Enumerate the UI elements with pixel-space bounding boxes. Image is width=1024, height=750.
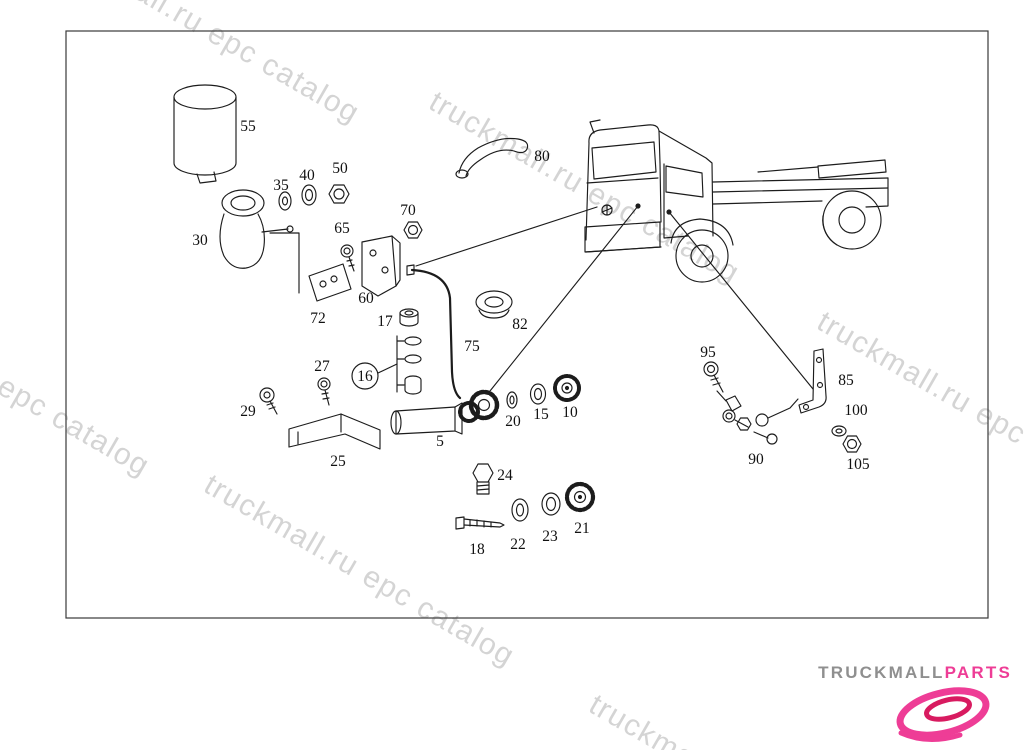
part-35-washer (278, 191, 292, 211)
part-5-pump (390, 389, 500, 435)
part-label-10: 10 (562, 404, 578, 421)
part-label-85: 85 (838, 372, 854, 389)
part-15-ring (529, 383, 547, 405)
part-21-sprocket (564, 481, 596, 513)
part-label-90: 90 (748, 451, 764, 468)
part-label-100: 100 (844, 402, 868, 419)
part-100-washer (831, 425, 847, 437)
part-82-grommet (475, 290, 513, 319)
part-label-24: 24 (497, 467, 513, 484)
part-label-72: 72 (310, 310, 326, 327)
site-logo: TRUCKMALLPARTS (818, 663, 1012, 683)
part-label-20: 20 (505, 413, 521, 430)
part-90-fittings (722, 395, 799, 445)
part-label-29: 29 (240, 403, 256, 420)
part-22-washer (511, 498, 529, 522)
part-label-23: 23 (542, 528, 558, 545)
part-label-82: 82 (512, 316, 528, 333)
part-40-ring (301, 184, 317, 206)
part-label-80: 80 (534, 148, 550, 165)
part-25-bracket (288, 413, 381, 450)
part-85-bracket (798, 348, 827, 414)
logo-parts-text: PARTS (944, 663, 1012, 682)
part-label-27: 27 (314, 358, 330, 375)
part-label-55: 55 (240, 118, 256, 135)
part-label-5: 5 (436, 433, 444, 450)
part-label-75: 75 (464, 338, 480, 355)
part-10-sprocket (553, 374, 581, 402)
part-30-cap (219, 189, 294, 269)
part-label-60: 60 (358, 290, 374, 307)
part-95-bolt (703, 361, 727, 402)
part-20-washer (506, 391, 518, 409)
part-65-screw (340, 244, 355, 272)
part-17-breather (399, 308, 419, 327)
leader-lines (269, 203, 814, 392)
part-55-canister (173, 84, 237, 184)
part-label-95: 95 (700, 344, 716, 361)
part-72-plate (308, 263, 352, 302)
part-16-group (351, 335, 422, 395)
truck-drawing (584, 119, 889, 283)
part-label-15: 15 (533, 406, 549, 423)
part-50-nut (328, 184, 350, 204)
part-label-18: 18 (469, 541, 485, 558)
part-label-35: 35 (273, 177, 289, 194)
part-23-ring (541, 492, 561, 516)
part-label-70: 70 (400, 202, 416, 219)
part-75-tube (406, 264, 462, 400)
part-105-nut (842, 435, 862, 453)
part-label-16: 16 (357, 368, 373, 385)
part-27-bolt (317, 377, 331, 406)
diagram-frame (65, 30, 989, 619)
part-label-22: 22 (510, 536, 526, 553)
part-label-50: 50 (332, 160, 348, 177)
logo-truckmall-text: TRUCKMALL (818, 663, 945, 682)
logo-wheel-icon (896, 687, 990, 742)
part-60-bracket (361, 235, 401, 297)
part-label-21: 21 (574, 520, 590, 537)
part-label-17: 17 (377, 313, 393, 330)
part-label-105: 105 (846, 456, 870, 473)
part-80-cable-tie (455, 137, 529, 179)
part-18-bolt (455, 516, 505, 530)
part-29-screw (259, 387, 278, 415)
part-label-25: 25 (330, 453, 346, 470)
part-24-fitting (472, 463, 494, 495)
part-number-labels: 55 35 40 50 80 70 65 30 60 72 17 82 75 27 16 95 85 29 100 2… (192, 118, 870, 558)
part-label-65: 65 (334, 220, 350, 237)
part-label-40: 40 (299, 167, 315, 184)
part-label-30: 30 (192, 232, 208, 249)
part-70-nut (403, 221, 423, 239)
